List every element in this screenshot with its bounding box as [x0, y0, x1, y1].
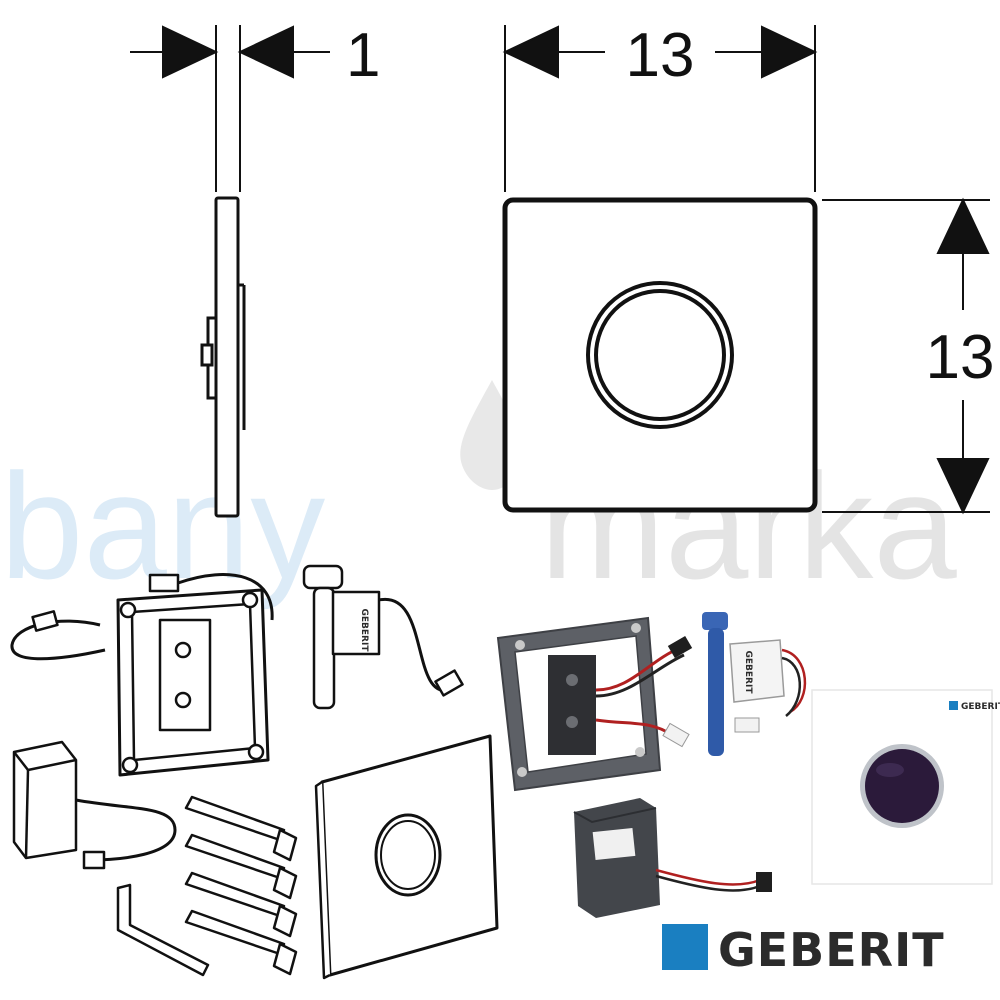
frame-hole — [174, 691, 192, 709]
photo-cover-logo-mark — [949, 701, 958, 710]
photo-frame-screw — [631, 623, 641, 633]
photo-frame-hole — [566, 674, 578, 686]
photo-frame-plug — [667, 635, 693, 659]
thickness-dimension — [130, 25, 330, 192]
thickness-label: 1 — [346, 21, 380, 90]
battery-cable — [75, 798, 177, 862]
photo-solenoid-valve: GEBERIT — [702, 612, 807, 756]
frame-hole — [174, 641, 192, 659]
photo-valve-brand-text: GEBERIT — [743, 651, 753, 695]
photo-valve-cap — [702, 612, 728, 630]
geberit-logo-square — [662, 924, 708, 970]
screw — [184, 871, 286, 918]
frame-screw — [119, 601, 137, 619]
solenoid-valve: GEBERIT — [302, 564, 464, 710]
photo-battery-wire — [655, 874, 761, 892]
photo-cover-brand-text: GEBERIT — [961, 702, 1000, 712]
photo-frame-module — [548, 655, 596, 755]
photo-battery-wire — [655, 868, 761, 886]
cover-button-inner — [380, 820, 436, 890]
hex-key — [116, 883, 210, 977]
photo-frame-wire-black — [595, 653, 685, 698]
side-pin — [200, 343, 214, 367]
valve-cable — [378, 598, 451, 692]
valve-pipe — [312, 586, 336, 710]
frame-screw — [241, 591, 259, 609]
cable-wire — [10, 619, 106, 661]
photo-frame-hole — [566, 716, 578, 728]
photo-frame-screw — [517, 767, 527, 777]
photo-battery-edge — [573, 807, 657, 824]
screw — [184, 833, 286, 880]
front-button-inner-ring — [594, 289, 726, 421]
height-dimension — [822, 197, 990, 515]
battery-housing — [12, 740, 78, 860]
frame-cable — [177, 573, 274, 621]
frame-screw — [121, 756, 139, 774]
front-view — [502, 197, 818, 513]
photo-frame-wire-red — [595, 646, 681, 692]
photo-valve-pipe — [708, 628, 724, 756]
width-label: 13 — [626, 21, 695, 90]
photo-mounting-frame — [496, 616, 693, 792]
geberit-logo-text: GEBERIT — [718, 923, 945, 977]
line-art-components: GEBERIT — [10, 564, 499, 980]
side-view — [200, 196, 246, 518]
arrow-right-icon — [761, 25, 818, 79]
photo-frame-white-plug — [662, 722, 690, 748]
arrow-left-icon — [237, 25, 294, 79]
arrow-left-icon — [502, 25, 559, 79]
mounting-screws — [184, 795, 298, 976]
geberit-logo: GEBERIT — [662, 923, 945, 977]
valve-plug — [434, 669, 464, 697]
photo-frame-screw — [635, 747, 645, 757]
cover-plate-edge — [314, 780, 331, 980]
photo-sensor-lens — [865, 749, 939, 823]
screw-head — [272, 866, 298, 900]
cover-plate-perspective — [314, 734, 499, 980]
screw — [184, 795, 286, 842]
height-label: 13 — [926, 323, 995, 392]
valve-cap — [302, 564, 344, 590]
arrow-down-icon — [936, 458, 990, 515]
cable-plug — [31, 610, 59, 632]
photo-valve-wire — [781, 648, 807, 714]
screw-head — [272, 904, 298, 938]
photo-battery-plug — [756, 872, 772, 892]
mounting-frame — [116, 573, 274, 777]
photo-battery-label — [592, 827, 636, 861]
photo-valve-wire — [781, 656, 801, 717]
screw-head — [272, 942, 298, 976]
photo-battery-housing — [574, 798, 660, 918]
battery-box — [12, 740, 177, 870]
photo-battery-box — [573, 798, 772, 918]
arrow-right-icon — [162, 25, 219, 79]
photo-components: GEBERIT GEBERIT — [496, 612, 1000, 918]
photo-valve-plug — [734, 717, 760, 733]
valve-body — [331, 590, 381, 656]
arrow-up-icon — [936, 197, 990, 254]
photo-valve-coil — [729, 639, 785, 703]
valve-brand-text: GEBERIT — [359, 609, 369, 653]
battery-plug — [82, 850, 106, 870]
frame-connector — [148, 573, 180, 593]
photo-sensor-highlight — [876, 763, 904, 777]
battery-edge — [24, 769, 30, 859]
frame-module — [158, 618, 212, 732]
photo-sensor-cover: GEBERIT — [811, 689, 1000, 885]
screw — [184, 909, 286, 956]
width-dimension — [502, 25, 818, 192]
side-plate — [214, 196, 240, 518]
cable-with-plug — [10, 610, 106, 661]
photo-frame-screw — [515, 640, 525, 650]
frame-screw — [247, 743, 265, 761]
screw-head — [272, 828, 298, 862]
